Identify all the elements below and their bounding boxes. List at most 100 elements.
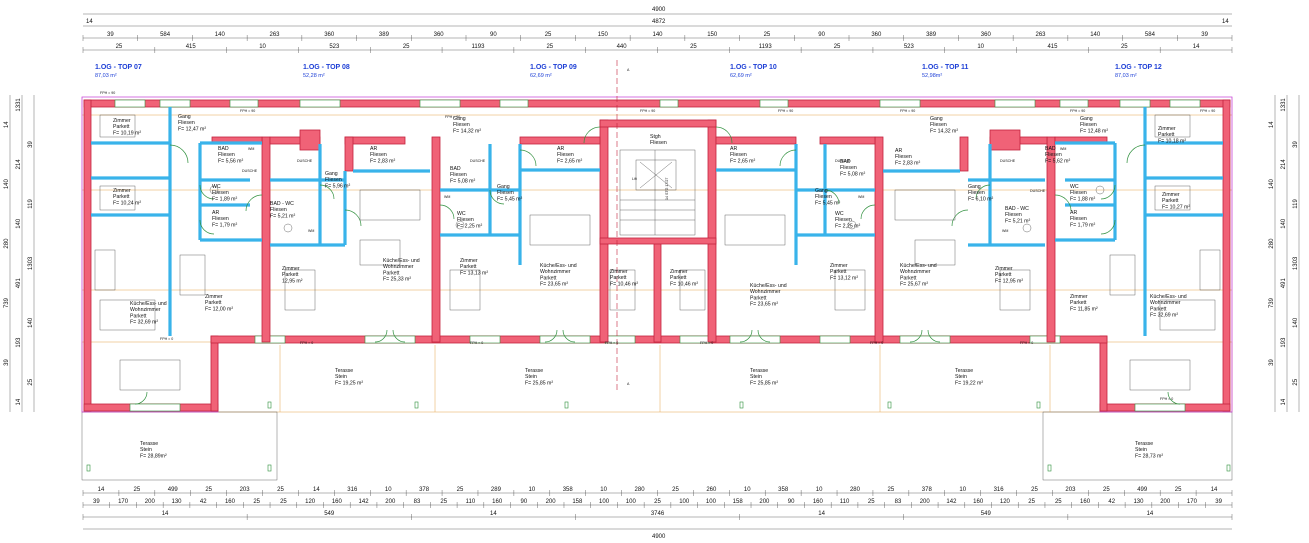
room-label-line: Parkett xyxy=(830,269,847,275)
room-label-line: Gang xyxy=(1080,116,1093,122)
dimension-label: 25 xyxy=(1028,499,1035,505)
dimension-label: 119 xyxy=(1293,199,1299,209)
dimension-label: 150 xyxy=(598,32,609,38)
room-label-line: F= 28,73 m² xyxy=(1135,453,1163,459)
dimension-label: 491 xyxy=(16,278,22,289)
fph-label: FPH = 90 xyxy=(778,109,793,113)
dimension-label: 14 xyxy=(490,511,497,517)
room-label-line: F= 13,12 m² xyxy=(830,275,858,281)
dimension-label: 25 xyxy=(403,44,410,50)
dimension-label: 160 xyxy=(332,499,343,505)
dimension-label: 263 xyxy=(269,32,280,38)
room-label-line: F= 5,96 m² xyxy=(325,183,350,189)
room-label-line: Parkett xyxy=(282,272,299,278)
fph-label: FPH = 90 xyxy=(900,109,915,113)
dimension-label: 14 xyxy=(16,398,22,405)
dimension-label: 14 xyxy=(98,487,105,493)
dimension-label: 119 xyxy=(28,199,34,209)
dimension-label: 523 xyxy=(329,44,340,50)
room-label-line: Gang xyxy=(930,116,943,122)
lift-label: Lift xyxy=(632,177,637,181)
stair-core xyxy=(616,60,696,392)
dimension-label: 25 xyxy=(1103,487,1110,493)
room-label-line: F= 2,25 m² xyxy=(835,223,860,229)
wm-12: WM xyxy=(1060,147,1066,151)
dim-top-r1-c: 14 xyxy=(1222,19,1229,25)
room-label-line: AR xyxy=(212,210,219,216)
dimension-label: 200 xyxy=(920,499,931,505)
fph-labels: FPH = 90 FPH = 0 FPH = 90 FPH = 0 FPH = 90 FP… xyxy=(100,91,1215,401)
room-label-line: Parkett xyxy=(610,275,627,281)
dimension-label: 39 xyxy=(93,499,100,505)
furniture xyxy=(94,114,1221,391)
room-label-line: Fliesen xyxy=(1080,122,1097,128)
door-swings xyxy=(134,126,1181,405)
fph-label: FPH = 0 xyxy=(470,341,483,345)
top-dimension-chain: 4900 14 4872 14 xyxy=(83,7,1232,51)
dimension-label: 1303 xyxy=(1293,256,1299,270)
wm-08: WM xyxy=(308,229,314,233)
room-label-line: AR xyxy=(895,148,902,154)
room-label-line: F= 12,48 m² xyxy=(1080,128,1108,134)
dimension-label: 378 xyxy=(922,487,933,493)
dimension-label: 10 xyxy=(385,487,392,493)
room-label-line: F= 2,65 m² xyxy=(557,158,582,164)
room-label-line: BAD - WC xyxy=(1005,206,1029,212)
dusche-11: DUSCHE xyxy=(1000,159,1016,163)
fph-label: FPH = 0 xyxy=(605,341,618,345)
room-label-line: F= 10,27 m² xyxy=(1162,204,1190,210)
dimension-label: 1193 xyxy=(472,44,486,50)
room-label-line: Wohnzimmer xyxy=(130,307,161,313)
dimension-label: 130 xyxy=(172,499,183,505)
dimension-label: 203 xyxy=(1065,487,1076,493)
dimension-label: 25 xyxy=(134,487,141,493)
room-label-line: Küche/Ess- und xyxy=(900,263,937,269)
unit-title-top07: 1.OG - TOP 07 xyxy=(95,64,142,71)
dimension-label: 160 xyxy=(492,499,503,505)
fph-label: FPH = 0 xyxy=(300,341,313,345)
room-label-line: Fliesen xyxy=(930,122,947,128)
room-label-line: Küche/Ess- und xyxy=(1150,294,1187,300)
dim-top-total: 4900 xyxy=(652,7,666,13)
dimension-label: 110 xyxy=(466,499,476,505)
room-label-line: Zimmer xyxy=(1162,192,1180,198)
fph-label: FPH = 90 xyxy=(640,109,655,113)
room-label-line: F= 2,83 m² xyxy=(370,158,395,164)
room-label-line: Gang xyxy=(178,114,191,120)
room-label-line: Parkett xyxy=(1150,306,1167,312)
room-label-line: F= 10,46 m² xyxy=(670,281,698,287)
room-label-line: Fliesen xyxy=(1070,190,1087,196)
dimension-label: 25 xyxy=(546,44,553,50)
dim-top-r1-a: 14 xyxy=(86,19,93,25)
dimension-label: 14 xyxy=(1211,487,1218,493)
room-label-line: Zimmer xyxy=(610,269,628,275)
room-label-line: Stein xyxy=(1135,447,1147,453)
dusche-08: DUSCHE xyxy=(297,159,313,163)
wm-09: WM xyxy=(444,195,450,199)
room-label-line: Parkett xyxy=(130,313,147,319)
dimension-label: 739 xyxy=(4,297,10,308)
dusche-10: DUSCHE xyxy=(835,159,851,163)
room-label-line: F= 10,46 m² xyxy=(610,281,638,287)
dimension-label: 25 xyxy=(116,44,123,50)
